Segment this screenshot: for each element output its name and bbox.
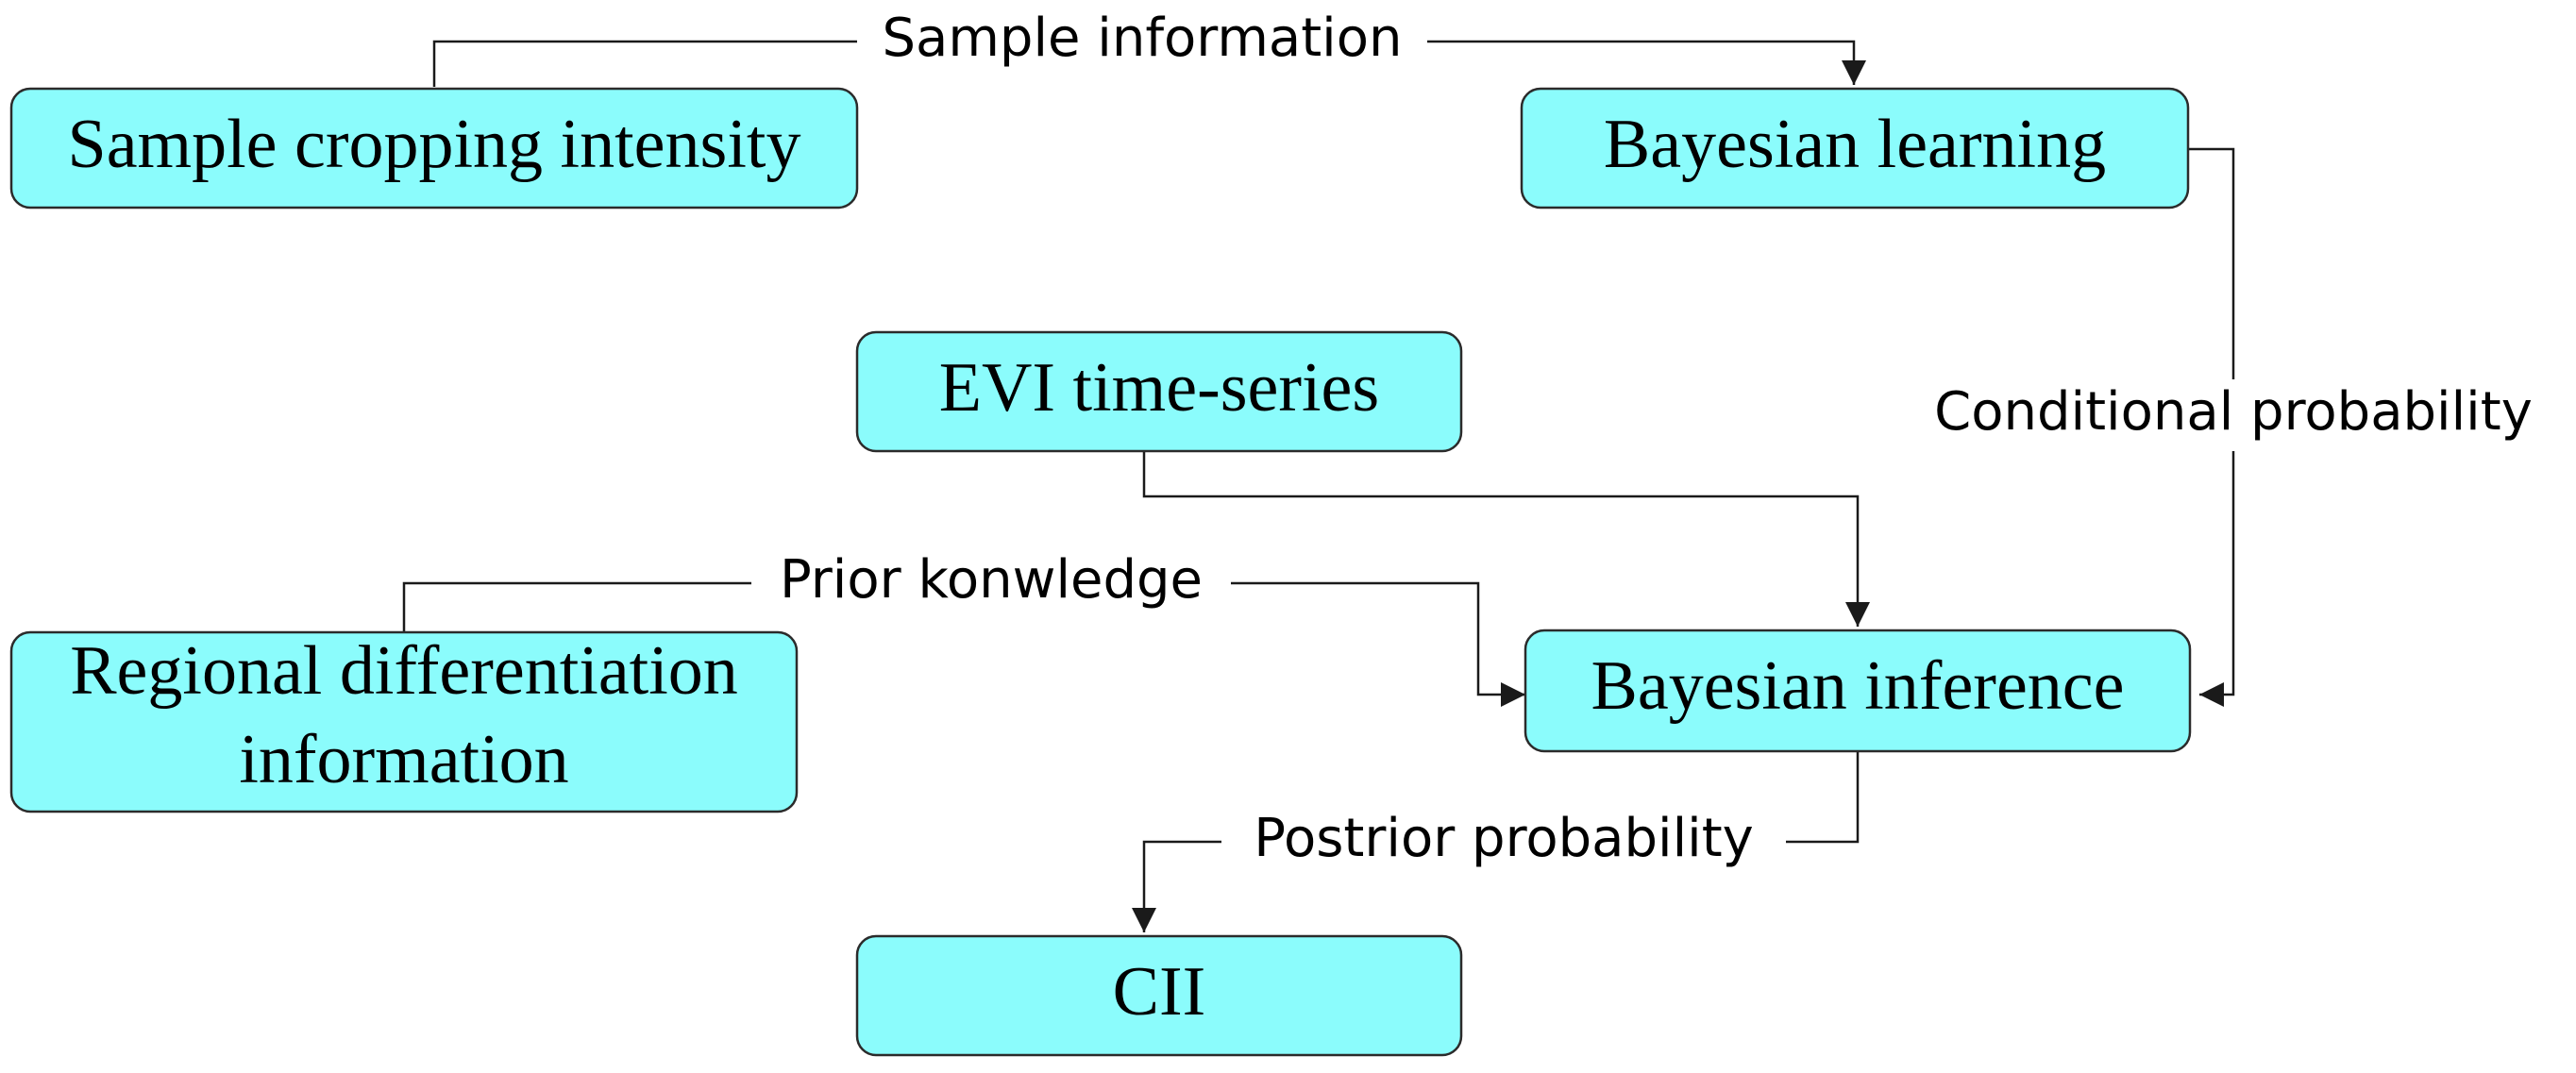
label-prior-knowledge: Prior konwledge	[751, 547, 1231, 619]
label-conditional-probability-text: Conditional probability	[1934, 381, 2533, 443]
edge-evi-to-inference	[1142, 451, 1870, 627]
label-prior-knowledge-text: Prior konwledge	[780, 549, 1203, 611]
node-cii-text: CII	[1113, 953, 1206, 1031]
label-sample-information: Sample information	[857, 4, 1427, 72]
node-regional-differentiation-information: Regional differentiation information	[9, 630, 799, 813]
node-bayesian-learning: Bayesian learning	[1520, 87, 2190, 210]
label-conditional-probability: Conditional probability	[1903, 379, 2564, 451]
node-cii: CII	[855, 934, 1463, 1057]
node-sample-cropping-intensity: Sample cropping intensity	[9, 87, 859, 210]
node-evi-time-series: EVI time-series	[855, 330, 1463, 453]
label-posterior-probability: Postrior probability	[1221, 806, 1786, 878]
node-bayesian-inference: Bayesian inference	[1524, 629, 2192, 753]
node-sample-cropping-intensity-text: Sample cropping intensity	[68, 106, 801, 183]
node-regional-differentiation-line2: information	[239, 721, 568, 798]
node-bayesian-inference-text: Bayesian inference	[1591, 647, 2125, 725]
node-regional-differentiation-line1: Regional differentiation	[70, 632, 738, 710]
label-posterior-probability-text: Postrior probability	[1254, 808, 1754, 869]
label-sample-information-text: Sample information	[883, 8, 1403, 69]
node-bayesian-learning-text: Bayesian learning	[1604, 106, 2106, 183]
edge-prior-knowledge	[402, 581, 1525, 707]
node-evi-time-series-text: EVI time-series	[939, 349, 1379, 427]
